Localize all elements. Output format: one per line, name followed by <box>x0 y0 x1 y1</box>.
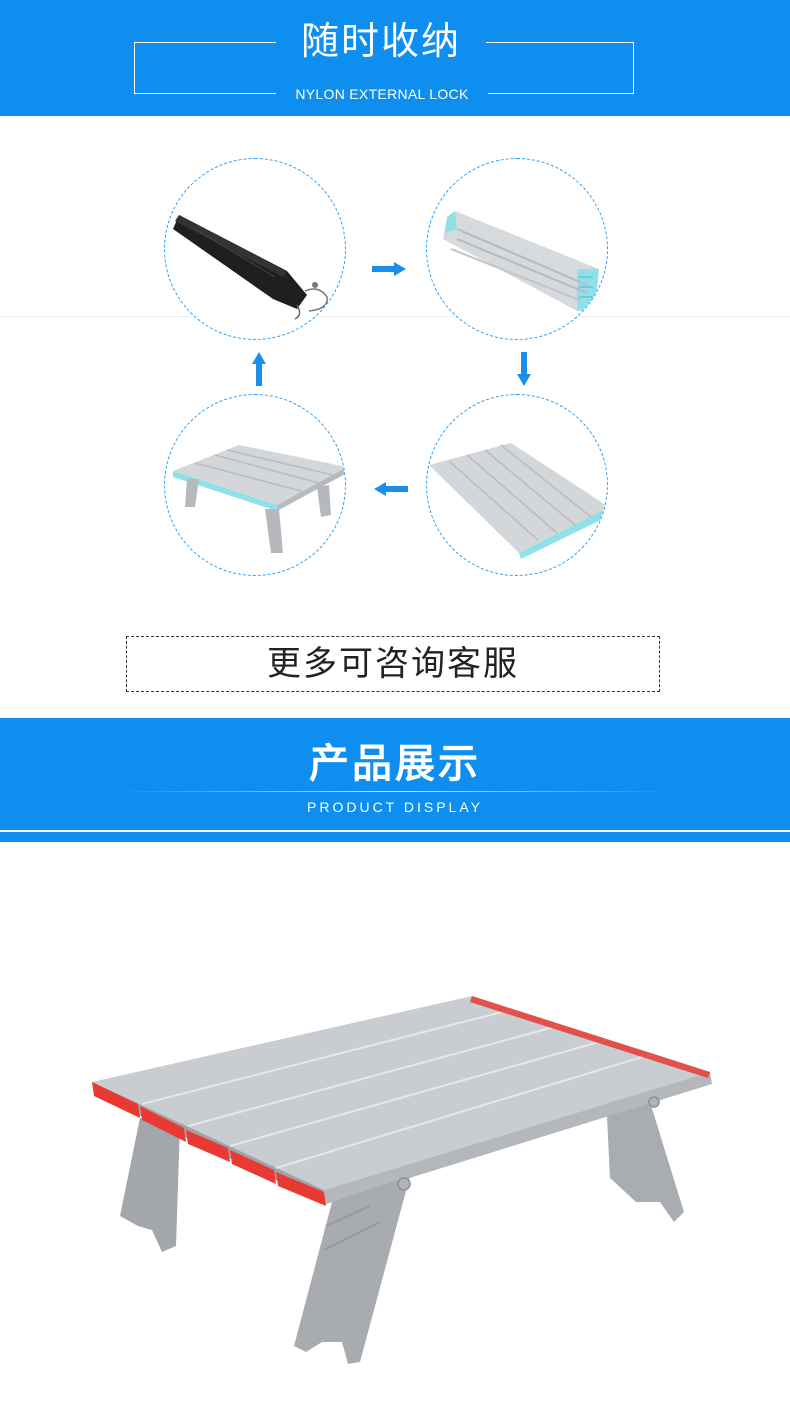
divider-line <box>0 316 790 317</box>
assembled-table-illustration <box>173 445 345 553</box>
banner-title: 产品展示 <box>309 741 481 787</box>
back-right-leg <box>606 1096 684 1222</box>
slat-groove <box>141 1009 511 1105</box>
end-cap <box>186 1130 230 1162</box>
arrow-left-icon <box>374 482 408 496</box>
storage-bag-illustration <box>173 215 328 320</box>
unrolled-tabletop-illustration <box>429 443 607 559</box>
banner-title: 随时收纳 <box>276 14 486 68</box>
back-left-leg <box>120 1118 180 1252</box>
slat-groove <box>229 1039 607 1147</box>
front-left-leg <box>294 1176 410 1364</box>
end-cap <box>140 1106 186 1142</box>
arrow-down-icon <box>517 352 531 386</box>
banner-subtitle: PRODUCT DISPLAY <box>307 799 483 815</box>
consult-service-box: 更多可咨询客服 <box>126 636 660 692</box>
step-bag-image <box>164 158 346 340</box>
banner-bottom-line <box>0 830 790 832</box>
tabletop-side-edge <box>324 1072 712 1204</box>
rolled-panels-illustration <box>443 211 599 311</box>
hinge-rivet <box>648 1096 660 1108</box>
arrow-up-icon <box>252 352 266 386</box>
step-assembled-image <box>164 394 346 576</box>
product-display-banner: 产品展示 PRODUCT DISPLAY <box>0 718 790 842</box>
slat-groove <box>187 1025 559 1127</box>
storage-banner: 随时收纳 NYLON EXTERNAL LOCK <box>0 0 790 116</box>
hinge-rivet <box>397 1177 411 1191</box>
end-cap <box>276 1172 326 1206</box>
end-cap-back <box>470 996 710 1078</box>
banner-divider <box>120 791 670 792</box>
product-table-image <box>92 996 712 1364</box>
step-unrolled-image <box>426 394 608 576</box>
slat-groove <box>275 1053 653 1169</box>
banner-subtitle: NYLON EXTERNAL LOCK <box>276 82 488 106</box>
arrow-right-icon <box>372 262 406 276</box>
leg-brace <box>323 1205 381 1251</box>
end-cap <box>92 1082 140 1118</box>
step-rolled-image <box>426 158 608 340</box>
end-cap <box>230 1150 276 1184</box>
